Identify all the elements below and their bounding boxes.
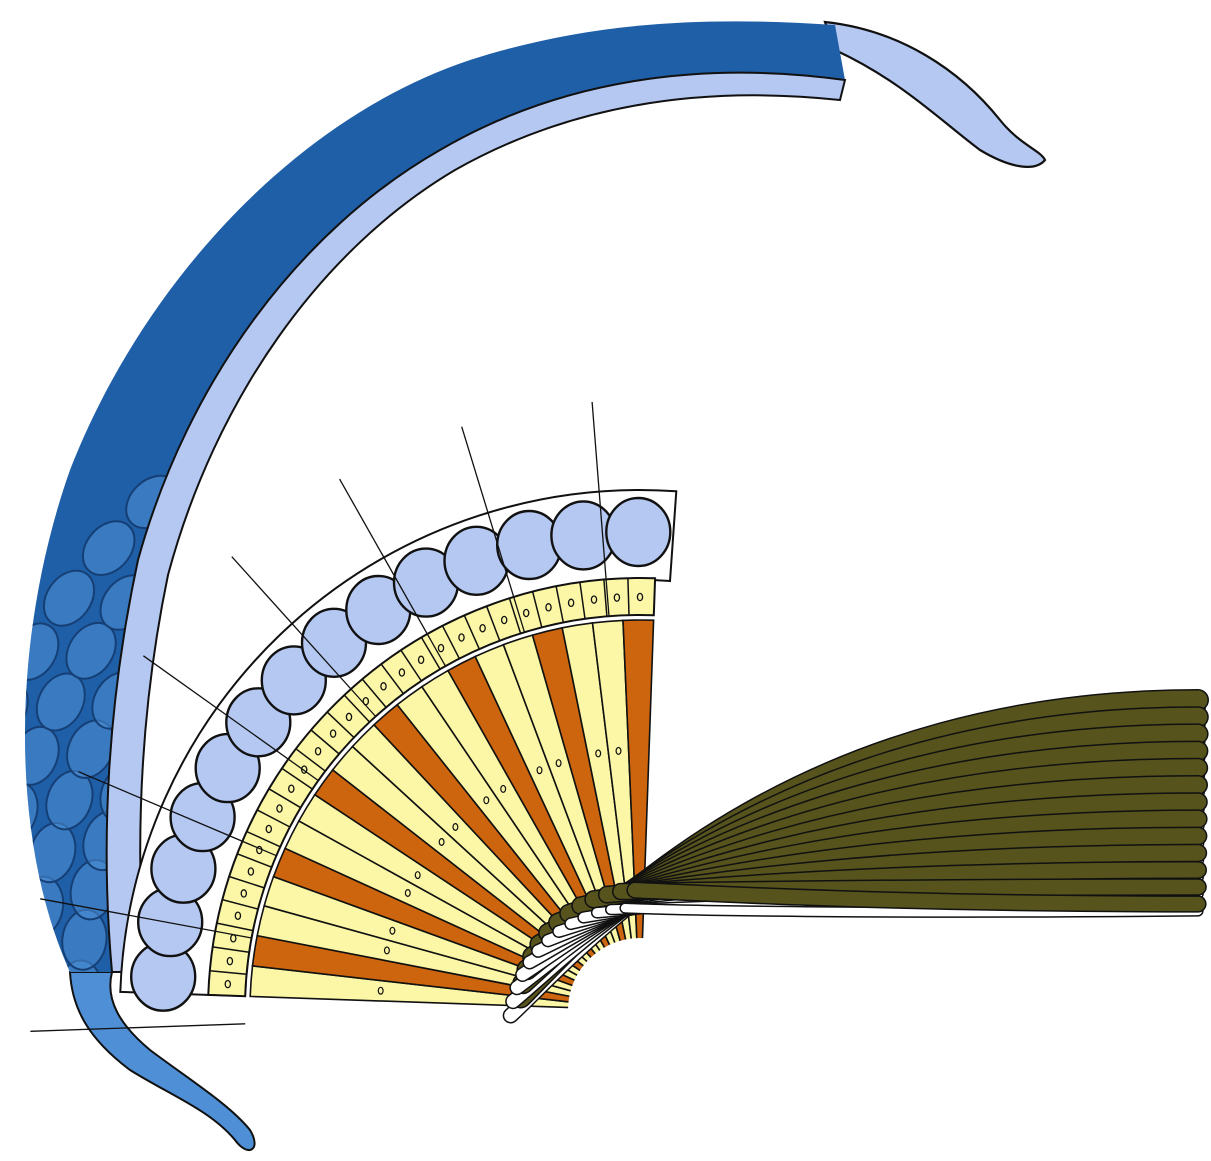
outer-scale-cell [452,295,520,351]
outer-scale-cell [320,386,393,452]
outer-scale-cell [641,379,703,426]
outer-scale-cell [769,297,838,354]
outer-scale-cell [267,412,341,481]
top-flap [825,22,1045,167]
outer-scale-cell [316,495,390,564]
outer-scale-cell [1030,540,1104,613]
outer-scale-cell [841,367,913,430]
outer-scale-cell [268,468,342,538]
outer-scale-cell [198,587,271,661]
outer-scale-cell [614,332,674,376]
outer-scale-cell [390,310,461,370]
outer-scale-cell [517,286,582,337]
outer-scale-cell [419,401,490,461]
outer-scale-cell [473,389,541,445]
outer-scale-cell [786,350,856,409]
outer-scale-cell [895,389,968,455]
outer-scale-cell [945,472,1019,542]
outer-scale-cell [944,361,1018,429]
outer-scale-cell [586,379,648,425]
outer-scale-cell [663,428,727,478]
layer-divider [30,1024,245,1032]
outer-scale-cell [747,390,816,447]
outer-scale-cell [316,441,390,508]
outer-scale-cell [989,504,1063,576]
outer-scale-cell [999,393,1073,463]
outer-scale-cell [329,330,401,394]
outer-scale-cell [493,337,560,391]
outer-scale-cell [10,930,59,993]
outer-scale-cell [165,625,237,699]
outer-scale-cell [978,557,1052,630]
outer-scale-cell [947,417,1021,486]
outer-scale-cell [888,334,961,398]
outer-scale-cell [0,956,7,1017]
outer-scale-cell [614,428,674,472]
outer-scale-cell [553,332,616,381]
outer-scale-cell [217,444,291,515]
outer-scale-cell [1097,472,1171,545]
outer-scale-cell [274,522,348,593]
outer-scale-cell [672,332,736,382]
outer-scale-cell [896,499,970,568]
outer-scale-cell [852,475,925,541]
outer-scale-cell [0,895,15,960]
outer-scale-cell [798,403,869,464]
outer-scale-cell [646,283,708,330]
outer-scale-cell [361,472,434,538]
outer-scale-cell [582,283,644,329]
outer-scale-cell [708,287,774,339]
outer-scale-cell [529,381,594,432]
outer-scale-cell [509,432,576,486]
round-cell [606,498,670,566]
outer-scale-cell [938,526,1012,597]
outer-scale-cell [433,348,502,406]
outer-scale-cell [711,433,778,487]
outer-scale-cell [366,418,438,482]
outer-scale-cell [376,364,448,426]
outer-scale-cell [1042,486,1116,559]
outer-scale-cell [898,444,972,512]
outer-scale-cell [849,421,922,485]
outer-scale-cell [0,835,27,903]
outer-scale-cell [409,454,481,516]
outer-scale-cell [729,338,796,392]
outer-scale-cell [759,442,829,501]
outer-scale-cell [694,382,760,434]
outer-scale-cell [270,356,344,423]
outer-scale-cell [996,449,1070,520]
outer-scale-cell [561,428,624,477]
outer-scale-cell [234,552,308,625]
outer-scale-cell [0,731,10,803]
outer-scale-cell [1050,430,1124,502]
outer-scale-cell [829,312,900,373]
outer-scale-cell [807,457,879,520]
